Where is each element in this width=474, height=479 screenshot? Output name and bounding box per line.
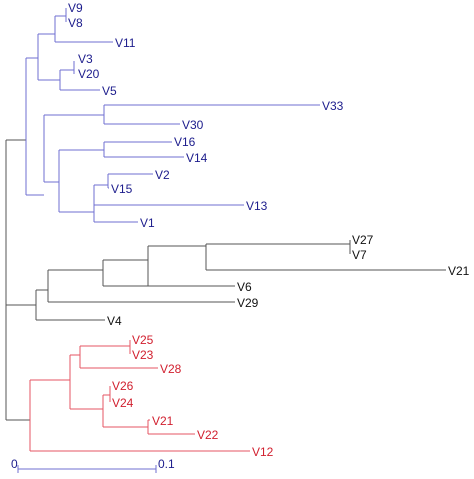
leaf-label-v15: V15	[111, 182, 133, 196]
black-leaf-labels: V27 V7 V21 V6 V29 V4	[107, 233, 470, 328]
leaf-label-v3: V3	[78, 52, 93, 66]
leaf-label-v21-black: V21	[448, 264, 470, 278]
red-leaf-labels: V25 V23 V28 V26 V24 V21 V22 V12	[112, 333, 274, 459]
leaf-label-v16: V16	[174, 135, 196, 149]
leaf-label-v27: V27	[352, 233, 374, 247]
leaf-label-v20: V20	[78, 67, 100, 81]
leaf-label-v22: V22	[197, 428, 219, 442]
leaf-label-v25: V25	[132, 333, 154, 347]
scale-start-label: 0	[11, 457, 18, 471]
leaf-label-v8: V8	[68, 16, 83, 30]
blue-leaf-labels: V9 V8 V11 V3 V20 V5 V33 V30 V16 V14 V2 V…	[68, 1, 344, 230]
leaf-label-v7: V7	[352, 248, 367, 262]
red-clade	[29, 340, 250, 452]
scale-end-label: 0.1	[158, 457, 175, 471]
leaf-label-v30: V30	[182, 118, 204, 132]
leaf-label-v29: V29	[237, 296, 259, 310]
leaf-label-v13: V13	[246, 199, 268, 213]
leaf-label-v4: V4	[107, 314, 122, 328]
blue-clade	[25, 8, 320, 223]
leaf-label-v26: V26	[112, 379, 134, 393]
leaf-label-v2: V2	[155, 168, 170, 182]
leaf-label-v1: V1	[140, 216, 155, 230]
leaf-label-v21-red: V21	[152, 414, 174, 428]
leaf-label-v28: V28	[160, 362, 182, 376]
leaf-label-v23: V23	[132, 348, 154, 362]
leaf-label-v6: V6	[237, 280, 252, 294]
leaf-label-v24: V24	[112, 396, 134, 410]
scale-bar: 0 0.1	[11, 457, 175, 473]
leaf-label-v14: V14	[186, 151, 208, 165]
leaf-label-v33: V33	[322, 99, 344, 113]
leaf-label-v12: V12	[252, 445, 274, 459]
leaf-label-v11: V11	[115, 36, 136, 50]
leaf-label-v5: V5	[102, 84, 117, 98]
leaf-label-v9: V9	[68, 1, 83, 15]
tree-backbone	[5, 139, 446, 421]
